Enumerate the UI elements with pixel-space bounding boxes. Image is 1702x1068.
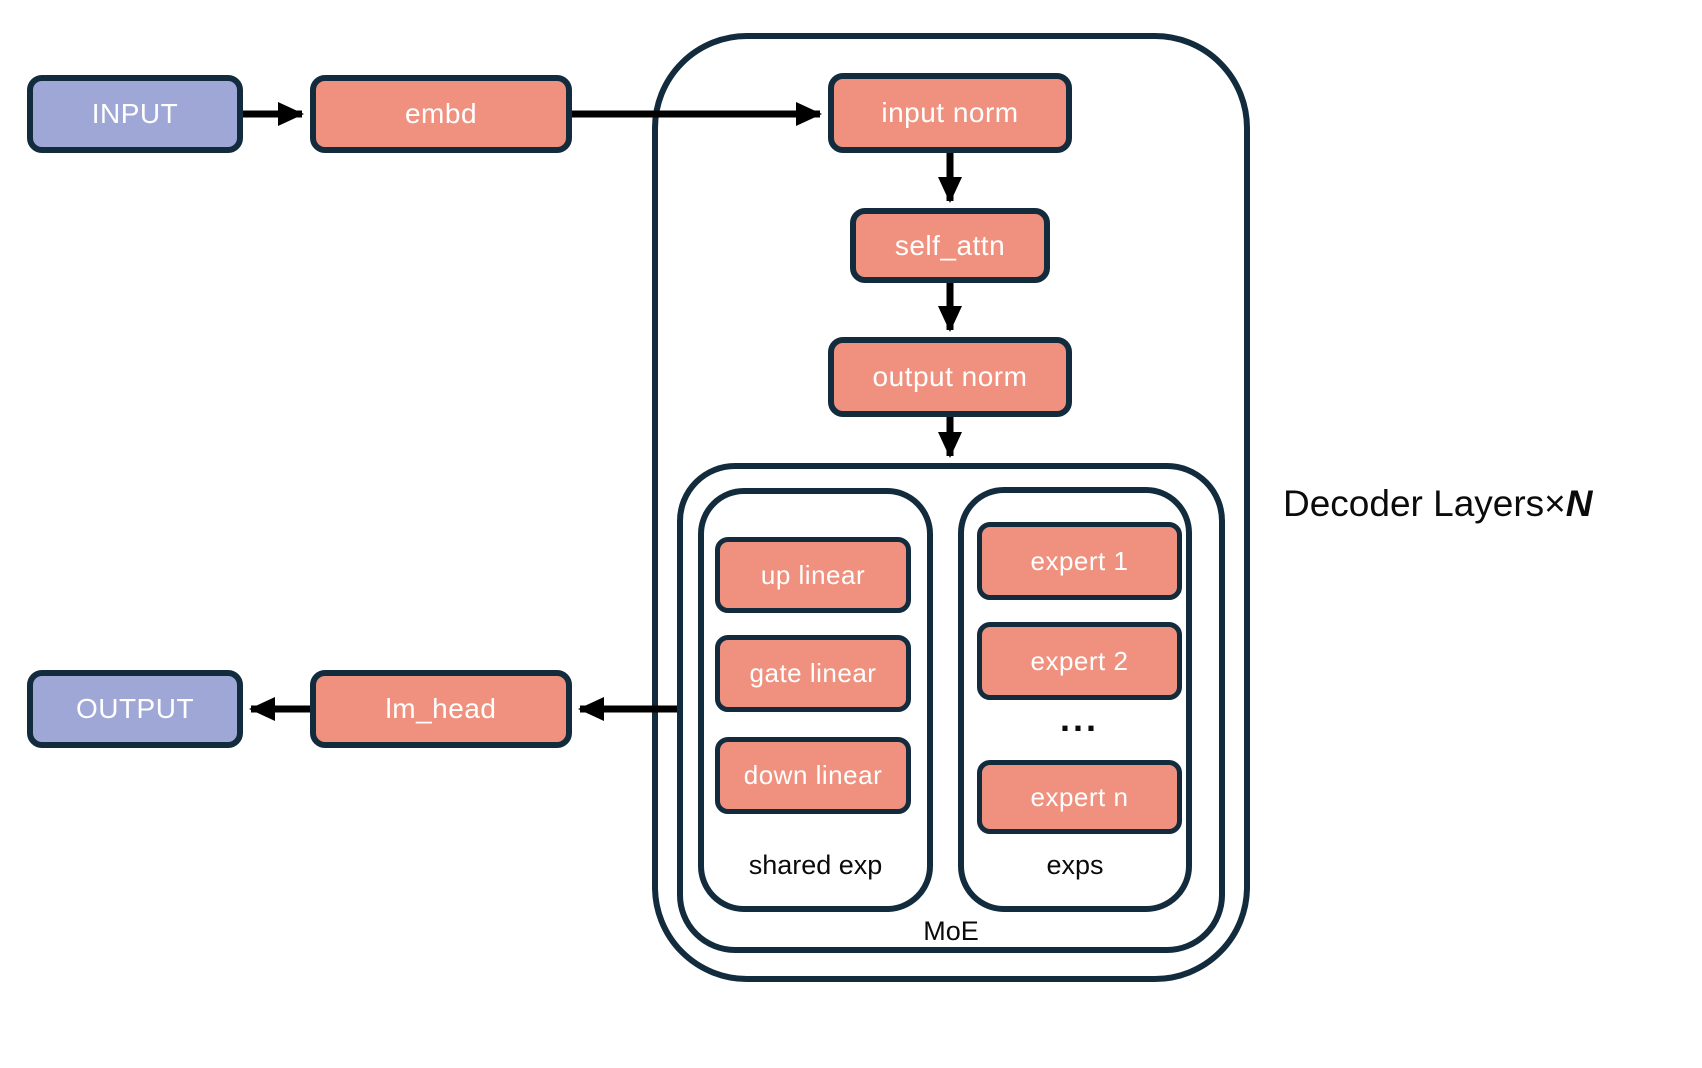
moe-container [677,463,1225,953]
experts-container [958,487,1192,912]
up-linear-node: up linear [715,537,911,613]
moe-label: MoE [923,916,979,946]
expert-2-node: expert 2 [977,622,1182,700]
input-node: INPUT [27,75,243,153]
expert-1-node: expert 1 [977,522,1182,600]
lm-head-node: lm_head [310,670,572,748]
output-norm-node: output norm [828,337,1072,417]
exps-label: exps [1046,850,1104,880]
decoder-layers-n: N [1565,483,1593,524]
shared-exp-container [698,488,933,912]
embd-node: embd [310,75,572,153]
decoder-layers-label: Decoder Layers×N [1283,483,1593,525]
decoder-layers-label-text: Decoder Layers× [1283,483,1566,524]
shared-exp-label: shared exp [748,850,883,880]
experts-ellipsis: ... [1059,698,1099,739]
self-attn-node: self_attn [850,208,1050,283]
down-linear-node: down linear [715,737,911,814]
expert-n-node: expert n [977,760,1182,834]
gate-linear-node: gate linear [715,635,911,712]
decoder-layers-container [652,33,1250,982]
input-norm-node: input norm [828,73,1072,153]
output-node: OUTPUT [27,670,243,748]
